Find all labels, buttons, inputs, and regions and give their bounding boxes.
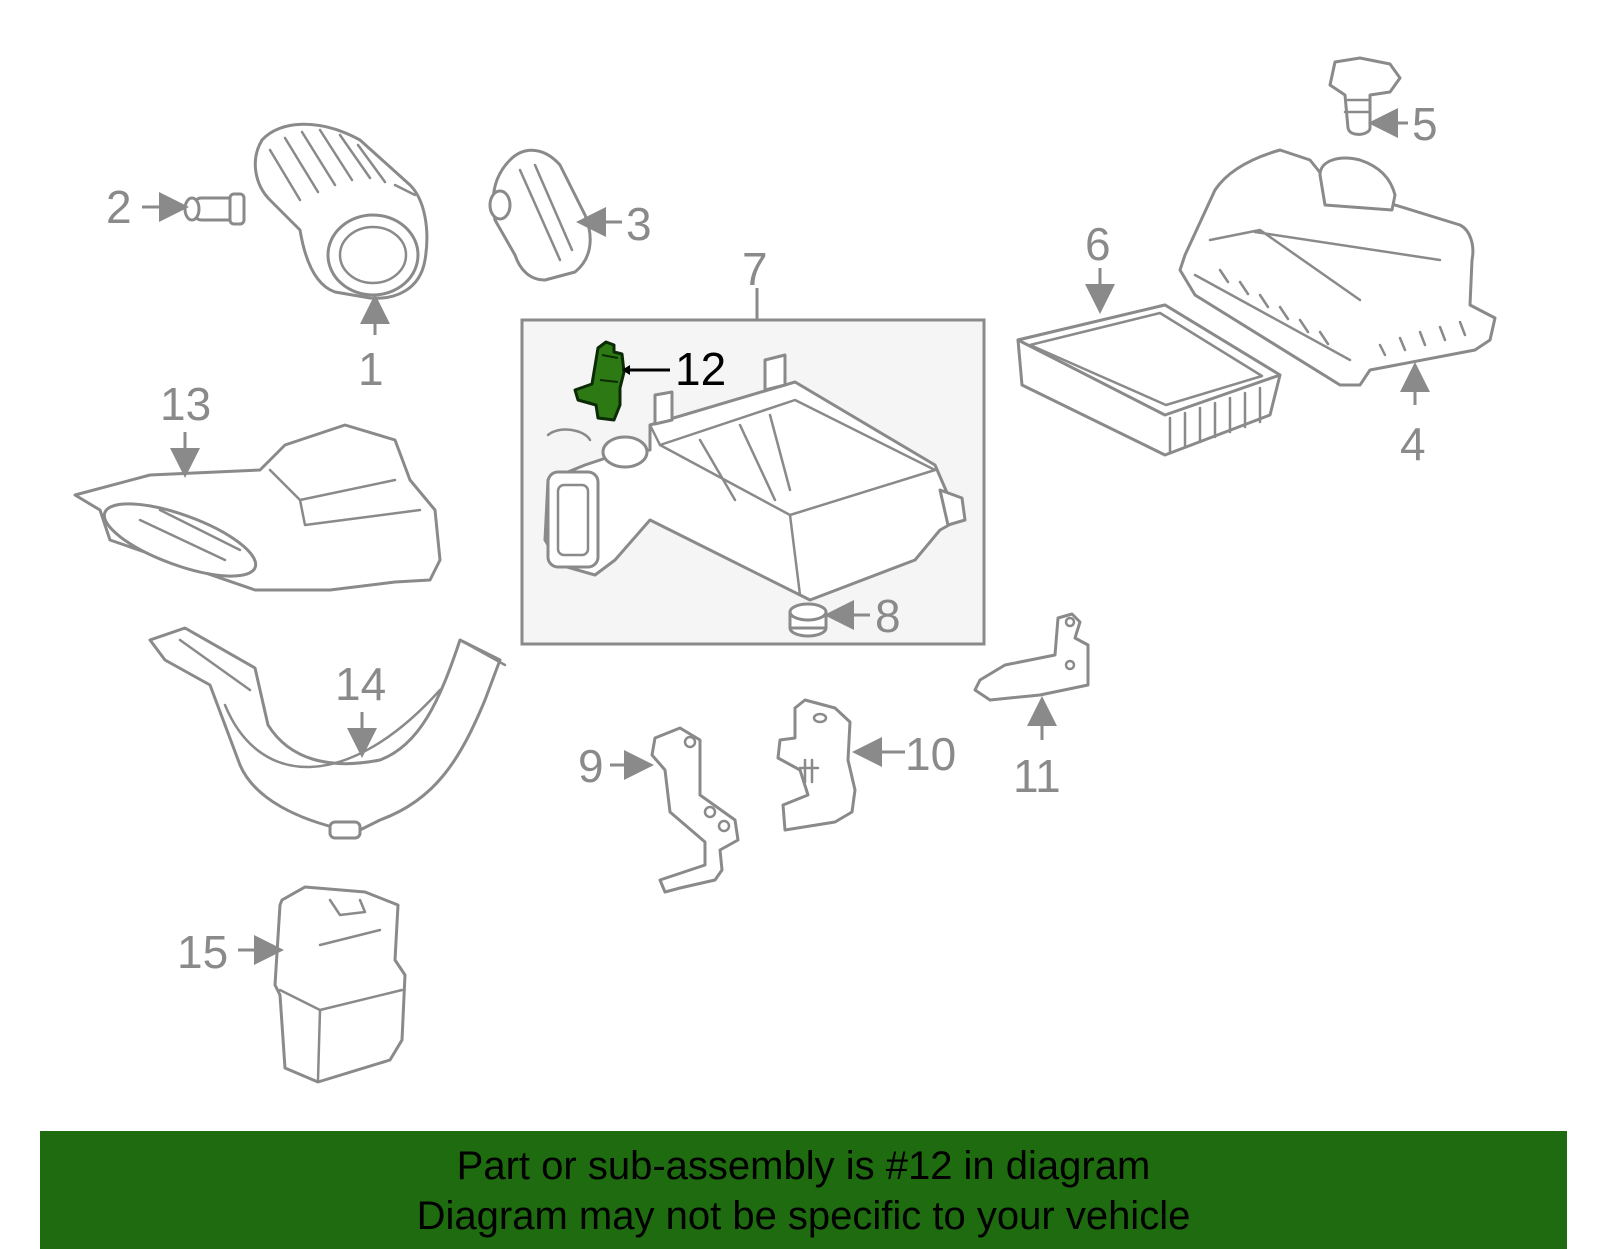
info-banner: Part or sub-assembly is #12 in diagram D… bbox=[40, 1131, 1567, 1249]
callout-2: 2 bbox=[106, 181, 132, 233]
banner-line-2: Diagram may not be specific to your vehi… bbox=[416, 1194, 1191, 1238]
part-6-air-filter[interactable] bbox=[1016, 303, 1282, 457]
callout-4: 4 bbox=[1400, 418, 1426, 470]
callout-13: 13 bbox=[160, 378, 211, 430]
part-4-air-cleaner-cap[interactable] bbox=[1178, 148, 1497, 387]
callout-9: 9 bbox=[578, 740, 604, 792]
part-11-bracket[interactable] bbox=[973, 612, 1090, 702]
callout-12: 12 bbox=[675, 343, 726, 395]
callout-11: 11 bbox=[1013, 750, 1061, 802]
part-3-cover[interactable] bbox=[488, 148, 592, 282]
callout-10: 10 bbox=[905, 728, 956, 780]
callout-8: 8 bbox=[875, 590, 901, 642]
callout-5: 5 bbox=[1412, 98, 1438, 150]
banner-line-1: Part or sub-assembly is #12 in diagram bbox=[456, 1144, 1151, 1188]
part-1-intake-hose[interactable] bbox=[253, 122, 429, 300]
part-14-inlet-duct[interactable] bbox=[148, 626, 507, 840]
part-12-highlighted-sensor[interactable] bbox=[573, 340, 626, 422]
callout-3: 3 bbox=[626, 198, 652, 250]
part-15-resonator[interactable] bbox=[273, 885, 407, 1084]
part-8-grommet[interactable] bbox=[788, 602, 828, 638]
callout-7: 7 bbox=[742, 243, 768, 295]
part-10-mount[interactable] bbox=[776, 698, 857, 832]
arrowhead-12 bbox=[622, 365, 630, 375]
callout-15: 15 bbox=[177, 926, 228, 978]
callout-6: 6 bbox=[1085, 218, 1111, 270]
callout-14: 14 bbox=[335, 658, 386, 710]
part-9-bracket[interactable] bbox=[650, 726, 740, 894]
part-7-air-cleaner-case[interactable] bbox=[543, 353, 967, 602]
part-5-sensor[interactable] bbox=[1328, 56, 1402, 136]
part-13-air-duct[interactable] bbox=[73, 423, 442, 592]
banner-background bbox=[40, 1131, 1567, 1249]
part-2-fitting[interactable] bbox=[183, 192, 246, 226]
callout-1: 1 bbox=[358, 343, 384, 395]
